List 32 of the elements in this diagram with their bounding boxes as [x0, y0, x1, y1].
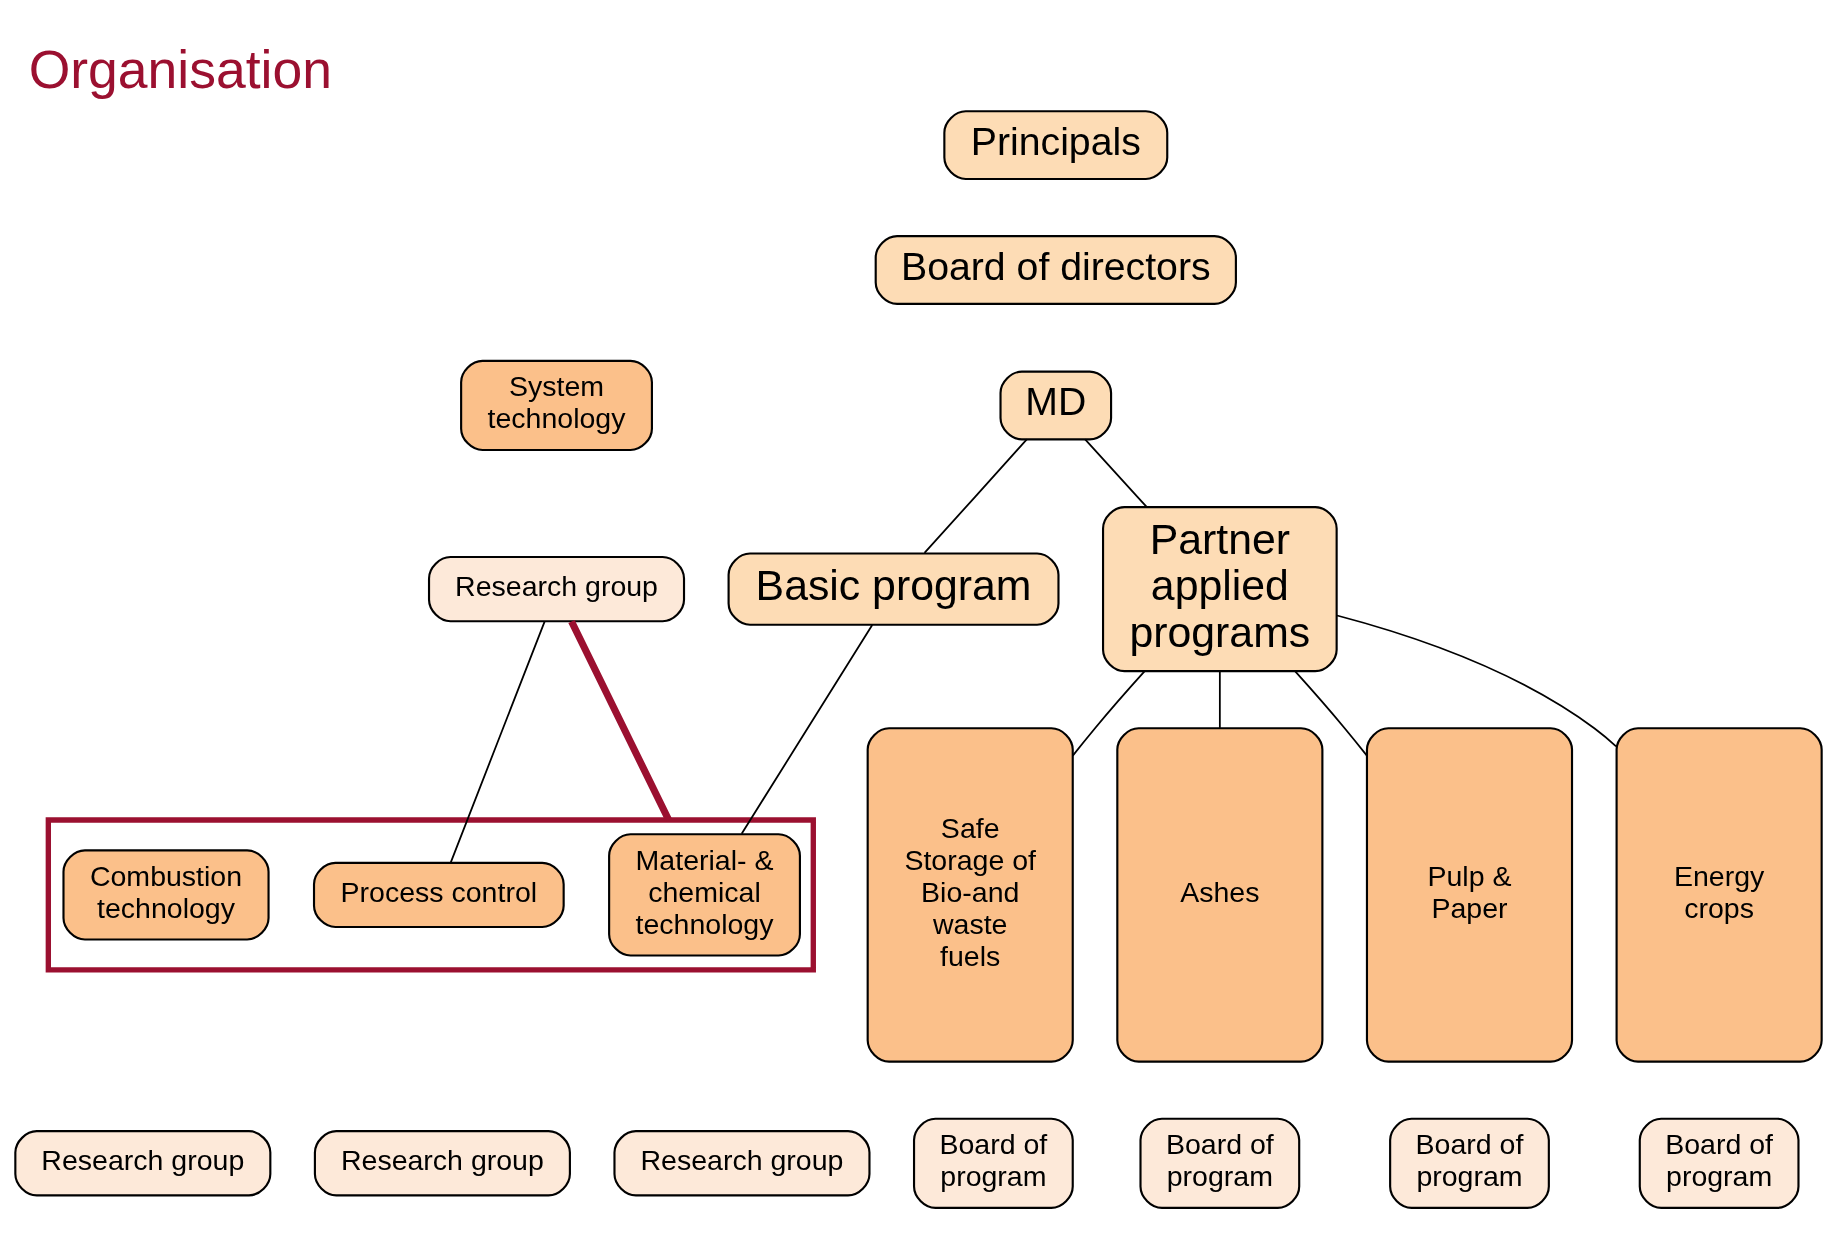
node-box: Research group — [613, 1129, 871, 1196]
node-box: Basic program — [727, 551, 1060, 626]
node-box: Board of program — [912, 1117, 1074, 1209]
node-box: System technology — [460, 359, 653, 451]
connector — [449, 620, 546, 863]
node-box: Research group — [427, 555, 686, 622]
connector — [1071, 669, 1146, 756]
node-box: Board of directors — [874, 234, 1237, 305]
node-box: Energy crops — [1615, 726, 1823, 1063]
node-box: Ashes — [1116, 726, 1324, 1063]
connector — [1084, 438, 1148, 508]
node-box: Safe Storage of Bio-and waste fuels — [866, 726, 1074, 1063]
connector — [1336, 614, 1617, 747]
cluster — [45, 816, 816, 972]
node-box: Board of program — [1638, 1117, 1800, 1209]
connector — [740, 623, 874, 835]
node-box: Pulp & Paper — [1365, 726, 1574, 1063]
diagram-title: Organisation — [28, 39, 332, 99]
connector — [923, 438, 1028, 554]
node-box: Board of program — [1389, 1117, 1550, 1209]
node-box: Partner applied programs — [1102, 505, 1338, 672]
node-box: Process control — [312, 861, 565, 928]
connector — [568, 619, 672, 822]
connector — [1294, 669, 1368, 756]
node-box: MD — [999, 370, 1113, 440]
node-box: Principals — [943, 109, 1169, 180]
node-box: Research group — [313, 1129, 571, 1196]
connector — [1218, 670, 1221, 729]
node-box: Combustion technology — [62, 848, 270, 941]
node-box: Material- & chemical technology — [608, 832, 801, 957]
node-box: Board of program — [1139, 1117, 1301, 1209]
node-box: Research group — [14, 1129, 272, 1196]
